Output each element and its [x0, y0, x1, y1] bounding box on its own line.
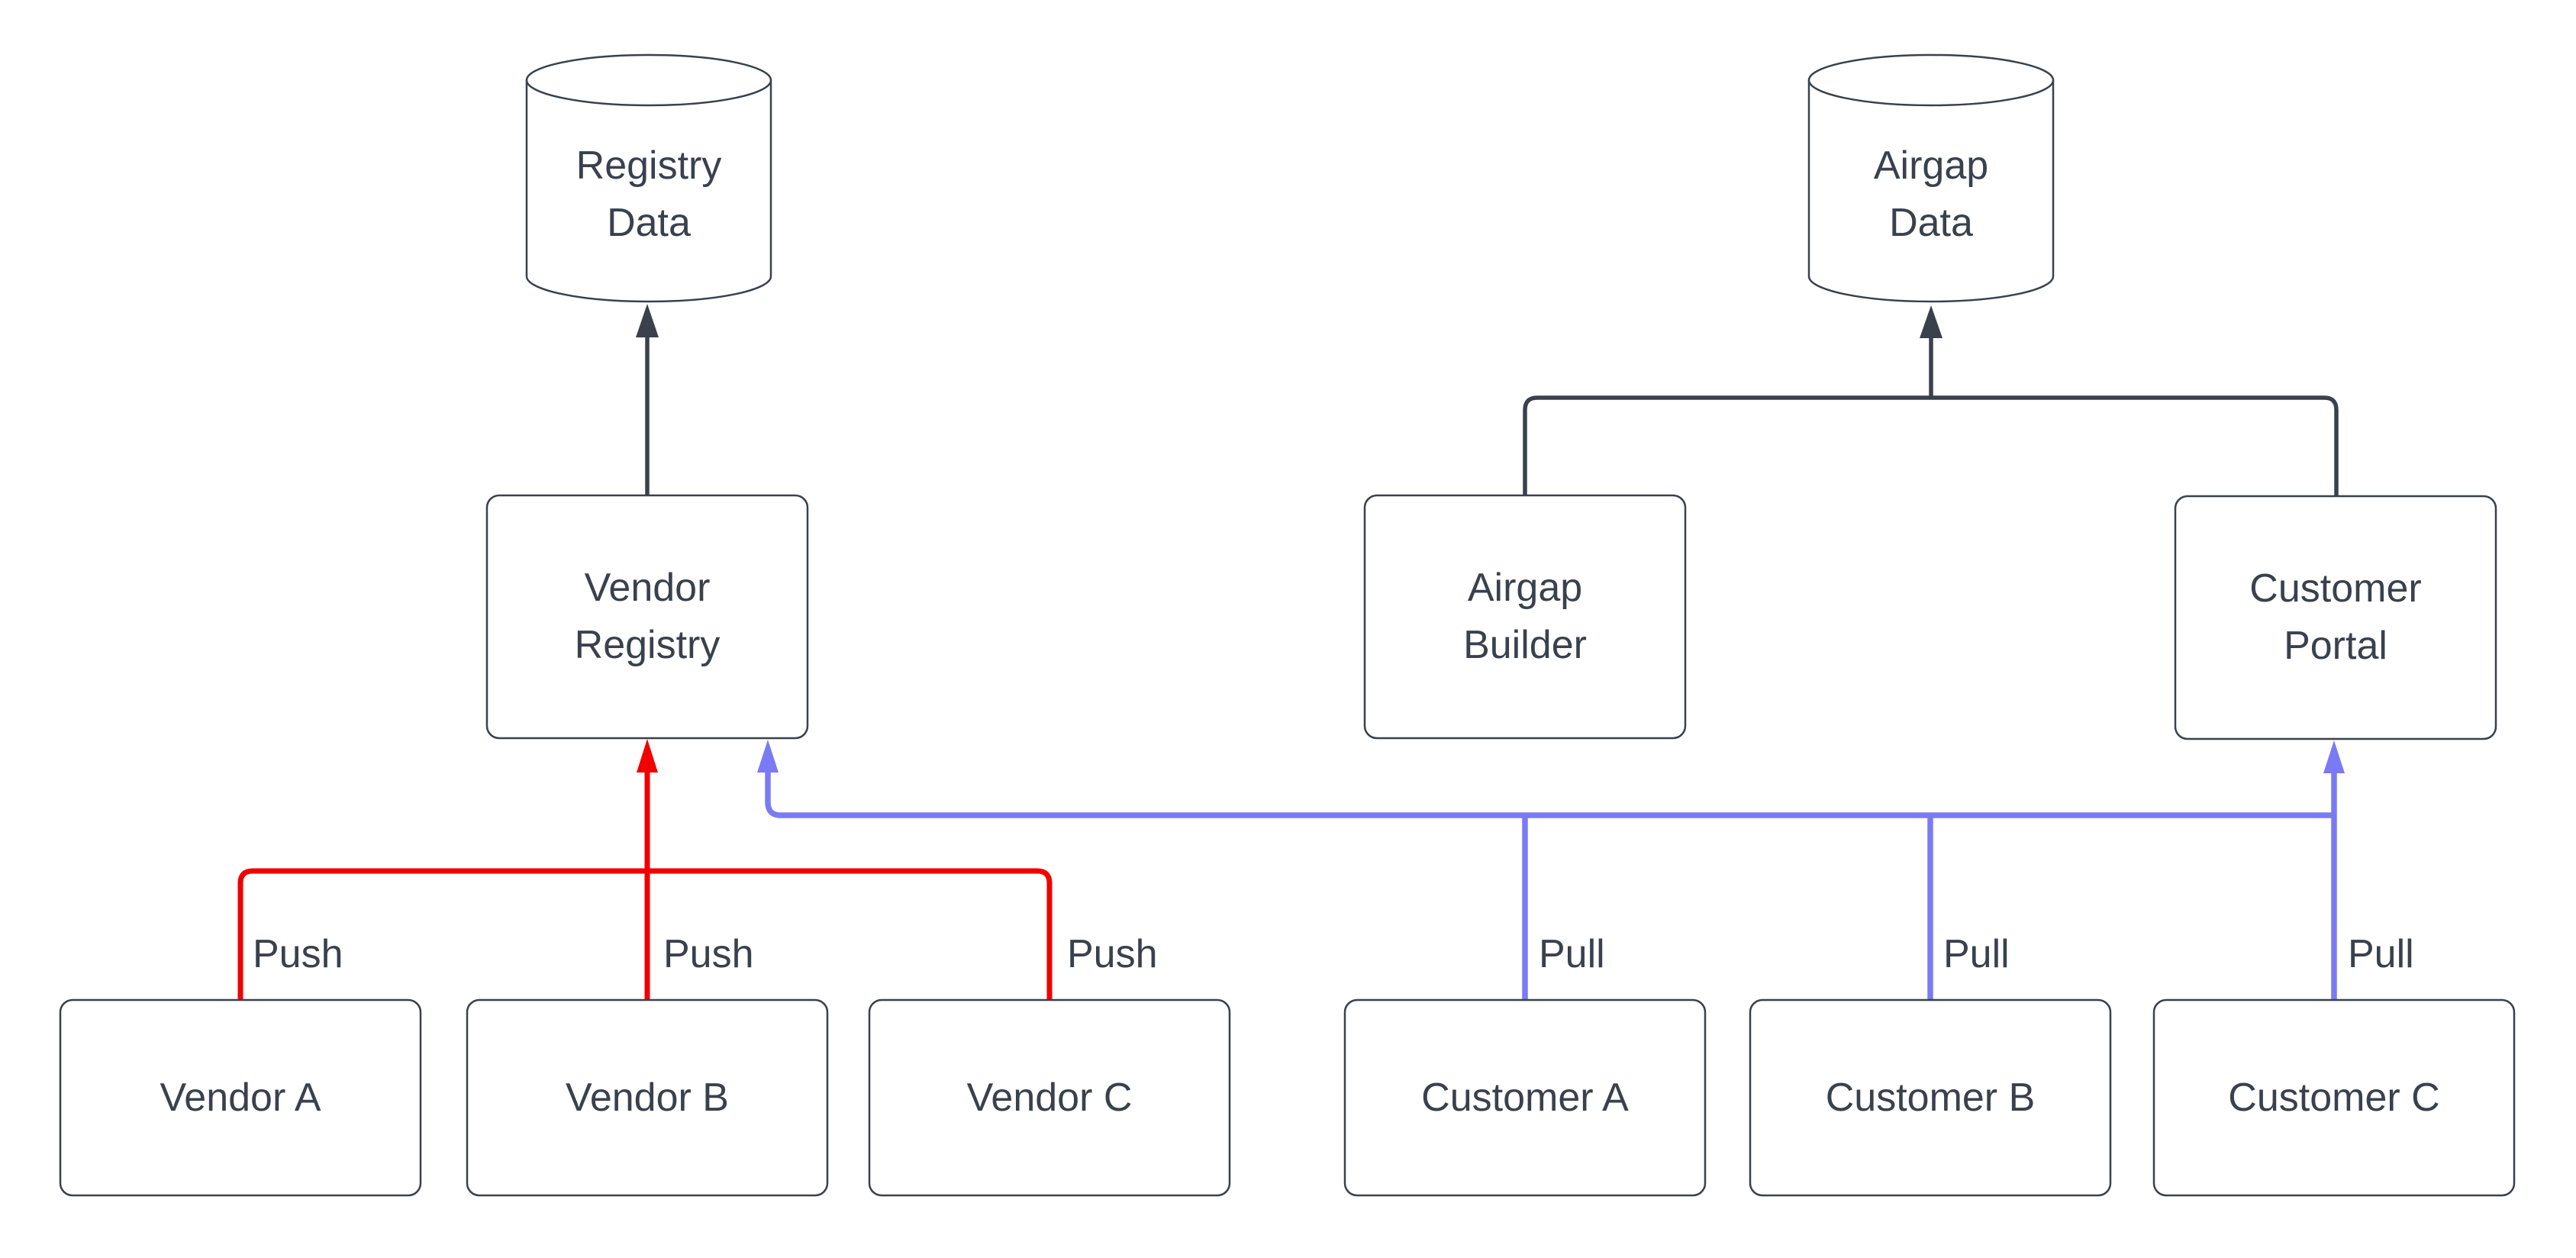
push-edges: [237, 771, 1053, 1000]
pull-edges: [765, 772, 2337, 1000]
airgap-data-cylinder-body: [1807, 80, 2055, 303]
vendor-registry-box: [485, 494, 809, 740]
pull-arrowheads: [757, 740, 2345, 773]
customer-b-box: [1749, 998, 2112, 1197]
customer-c-box: [2152, 998, 2516, 1197]
arrowhead-pull-customer-portal: [2323, 740, 2345, 773]
vendor-a-box: [59, 998, 422, 1197]
customer-a-box: [1343, 998, 1707, 1197]
push-arrowheads: [637, 739, 658, 773]
airgap-builder-box: [1363, 494, 1687, 740]
edge-builder-and-portal-rail: [1523, 395, 2339, 495]
flow-arrowheads: [636, 304, 1942, 338]
airgap-data-cylinder-top: [1807, 53, 2055, 107]
arrowhead-pull-vendor-registry: [757, 740, 779, 773]
pull-trunk: [765, 772, 2334, 818]
node-shapes: [59, 53, 2516, 1197]
registry-data-cylinder-body: [525, 80, 772, 303]
vendor-b-box: [466, 998, 829, 1197]
vendor-c-box: [868, 998, 1231, 1197]
flow-edges: [645, 336, 2339, 495]
customer-portal-box: [2174, 495, 2497, 740]
arrowhead-airgap-data: [1920, 305, 1942, 338]
arrowhead-registry-data: [636, 304, 659, 337]
registry-data-cylinder-top: [525, 53, 772, 107]
arrowhead-push-vendor-registry: [637, 739, 658, 773]
